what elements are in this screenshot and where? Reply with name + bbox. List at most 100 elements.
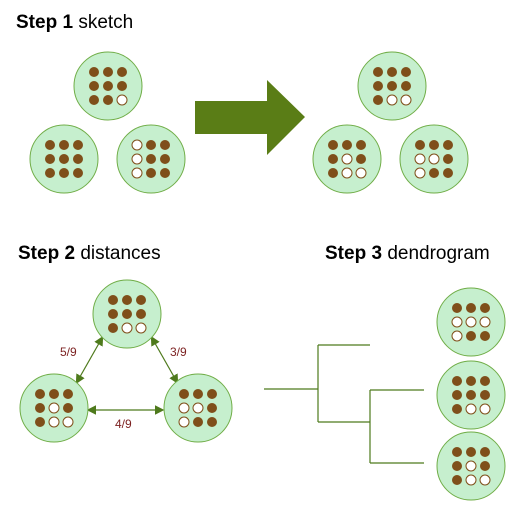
- cluster-A-sketch: [357, 51, 427, 121]
- cluster-B-sketch: [312, 124, 382, 194]
- empty-dot: [116, 94, 128, 106]
- empty-dot: [131, 139, 143, 151]
- edge-top-right: [150, 335, 179, 385]
- step1-title: Step 1 sketch: [16, 12, 133, 34]
- filled-dot: [146, 154, 156, 164]
- filled-dot: [328, 140, 338, 150]
- filled-dot: [160, 168, 170, 178]
- filled-dot: [328, 168, 338, 178]
- filled-dot: [342, 140, 352, 150]
- empty-dot: [479, 403, 491, 415]
- cluster-B-initial: [29, 124, 99, 194]
- filled-dot: [452, 404, 462, 414]
- filled-dot: [480, 390, 490, 400]
- filled-dot: [429, 168, 439, 178]
- filled-dot: [452, 461, 462, 471]
- empty-dot: [465, 316, 477, 328]
- empty-dot: [62, 416, 74, 428]
- filled-dot: [35, 389, 45, 399]
- empty-dot: [451, 316, 463, 328]
- filled-dot: [122, 295, 132, 305]
- filled-dot: [103, 67, 113, 77]
- filled-dot: [415, 140, 425, 150]
- filled-dot: [146, 140, 156, 150]
- filled-dot: [160, 154, 170, 164]
- filled-dot: [452, 376, 462, 386]
- filled-dot: [73, 168, 83, 178]
- filled-dot: [452, 475, 462, 485]
- distance-label-left-right: 4/9: [115, 417, 132, 431]
- filled-dot: [480, 331, 490, 341]
- filled-dot: [356, 140, 366, 150]
- leaf-1: [436, 287, 506, 357]
- step3-word: dendrogram: [387, 243, 490, 264]
- filled-dot: [328, 154, 338, 164]
- step3-title: Step 3 dendrogram: [325, 243, 490, 265]
- filled-dot: [117, 81, 127, 91]
- filled-dot: [401, 67, 411, 77]
- filled-dot: [89, 95, 99, 105]
- filled-dot: [63, 389, 73, 399]
- filled-dot: [373, 81, 383, 91]
- filled-dot: [160, 140, 170, 150]
- filled-dot: [356, 154, 366, 164]
- filled-dot: [466, 376, 476, 386]
- empty-dot: [414, 167, 426, 179]
- filled-dot: [122, 309, 132, 319]
- empty-dot: [135, 322, 147, 334]
- empty-dot: [428, 153, 440, 165]
- dendrogram-lines: [264, 344, 424, 464]
- leaf-3: [436, 431, 506, 501]
- edge-top-left: [75, 335, 104, 385]
- filled-dot: [35, 417, 45, 427]
- filled-dot: [73, 154, 83, 164]
- filled-dot: [480, 447, 490, 457]
- empty-dot: [121, 322, 133, 334]
- filled-dot: [59, 140, 69, 150]
- filled-dot: [387, 81, 397, 91]
- empty-dot: [465, 474, 477, 486]
- step2-word: distances: [80, 243, 161, 264]
- filled-dot: [466, 390, 476, 400]
- empty-dot: [451, 330, 463, 342]
- filled-dot: [108, 309, 118, 319]
- circles-layer: [19, 51, 506, 501]
- filled-dot: [136, 295, 146, 305]
- filled-dot: [59, 154, 69, 164]
- filled-dot: [466, 331, 476, 341]
- empty-dot: [479, 316, 491, 328]
- filled-dot: [207, 403, 217, 413]
- filled-dot: [146, 168, 156, 178]
- node-right: [163, 373, 233, 443]
- filled-dot: [35, 403, 45, 413]
- filled-dot: [480, 303, 490, 313]
- filled-dot: [45, 168, 55, 178]
- filled-dot: [103, 81, 113, 91]
- filled-dot: [443, 154, 453, 164]
- filled-dot: [108, 295, 118, 305]
- filled-dot: [193, 389, 203, 399]
- empty-dot: [355, 167, 367, 179]
- filled-dot: [89, 81, 99, 91]
- empty-dot: [178, 402, 190, 414]
- filled-dot: [443, 140, 453, 150]
- filled-dot: [452, 390, 462, 400]
- filled-dot: [73, 140, 83, 150]
- filled-dot: [373, 95, 383, 105]
- step1-word: sketch: [78, 12, 134, 33]
- empty-dot: [400, 94, 412, 106]
- filled-dot: [117, 67, 127, 77]
- filled-dot: [480, 461, 490, 471]
- step1-label: Step 1: [16, 12, 74, 33]
- filled-dot: [452, 303, 462, 313]
- empty-dot: [131, 153, 143, 165]
- empty-dot: [48, 402, 60, 414]
- empty-dot: [414, 153, 426, 165]
- filled-dot: [59, 168, 69, 178]
- distance-label-top-right: 3/9: [170, 345, 187, 359]
- filled-dot: [108, 323, 118, 333]
- distance-label-top-left: 5/9: [60, 345, 77, 359]
- filled-dot: [63, 403, 73, 413]
- empty-dot: [386, 94, 398, 106]
- filled-dot: [443, 168, 453, 178]
